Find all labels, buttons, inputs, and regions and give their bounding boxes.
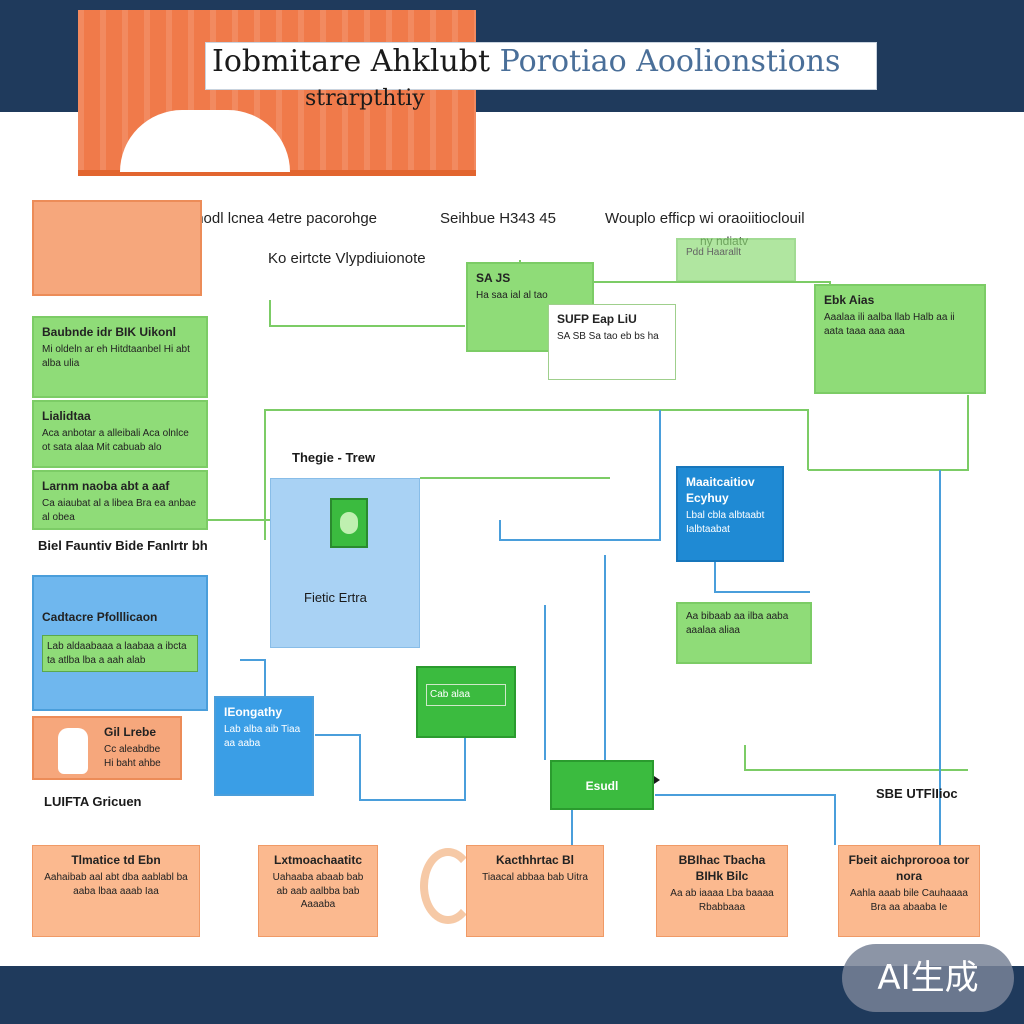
mid-blue-dark-body: Lbal cbla albtaabt Ialbtaabat (686, 510, 765, 535)
bottom-box-2[interactable]: Lxtmoachaatitc Uahaaba abaab bab ab aab … (258, 845, 378, 937)
top-green-b-title: SUFP Eap LiU (557, 312, 637, 326)
mid-blue-small-box[interactable]: IEongathy Lab alba aib Tiaa aa aaba (214, 696, 314, 796)
mid-blue-dark-title: Maaitcaitiov Ecyhuy (686, 475, 755, 506)
connector-mid-frame (264, 409, 809, 540)
hero-arch-shape (120, 110, 290, 172)
left-green-2-title: Lialidtaa (42, 409, 91, 423)
mid-green-small-body: Cab alaa (426, 684, 506, 706)
bottom-box-5[interactable]: Fbeit aichprorooa tor nora Aahla aaab bi… (838, 845, 980, 937)
hub-box[interactable]: Esudl (550, 760, 654, 810)
connector-blue-4 (315, 690, 466, 801)
left-blue-body: Lab aldaabaaa a laabaa a ibcta ta atlba … (42, 635, 198, 673)
bottle-icon (58, 728, 88, 774)
hub-title: Esudl (585, 779, 619, 793)
page-subtitle: strarpthtiy (305, 86, 425, 111)
bottom-box-3[interactable]: Kacthhrtac Bl Tiaacal abbaa bab Uitra (466, 845, 604, 937)
left-green-1-body: Mi oldeln ar eh Hitdtaanbel Hi abt alba … (42, 344, 190, 369)
connector-blue-5 (714, 560, 810, 593)
connector-top-left (269, 300, 465, 327)
caption-top-mid: Seihbue H343 45 (440, 210, 556, 227)
left-green-3-body: Ca aiaubat al a libea Bra ea anbae al ob… (42, 498, 197, 523)
bottom-4-title: BBIhac Tbacha BIHk Bilc (678, 853, 766, 884)
bottom-box-1[interactable]: Tlmatice td Ebn Aahaibab aal abt dba aab… (32, 845, 200, 937)
connector-blue-7 (655, 794, 836, 845)
ring-decoration (420, 848, 476, 924)
bottom-3-body: Tiaacal abbaa bab Uitra (482, 872, 588, 884)
left-green-2-body: Aca anbotar a alleibali Aca olnlce ot sa… (42, 428, 189, 453)
mid-blue-small-body: Lab alba aib Tiaa aa aaba (224, 724, 301, 749)
mid-blue-dark-box[interactable]: Maaitcaitiov Ecyhuy Lbal cbla albtaabt I… (676, 466, 784, 562)
page-title: Iobmitare Ahklubt Porotiao Aoolionstions (212, 44, 840, 79)
left-orange-illustration (32, 200, 202, 296)
caption-second-line: Ko eirtcte Vlypdiuionote (268, 250, 426, 267)
left-blue-title: Cadtacre Pfolllicaon (42, 610, 158, 624)
bottom-2-body: Uahaaba abaab bab ab aab aalbba bab Aaaa… (272, 872, 364, 911)
left-green-caption: Biel Fauntiv Bide Fanlrtr bh (38, 538, 208, 553)
left-orange-box[interactable]: Gil Lrebe Cc aleabdbe Hi baht ahbe (32, 716, 182, 780)
connector-blue-9 (240, 659, 266, 700)
left-green-1-title: Baubnde idr BIK Uikonl (42, 325, 177, 339)
left-green-box-3[interactable]: Larnm naoba abt a aaf Ca aiaubat al a li… (32, 470, 208, 530)
mid-green-box[interactable]: Aa bibaab aa ilba aaba aaalaa aliaa (676, 602, 812, 664)
title-panel (205, 42, 877, 90)
top-green-a-body: Ha saa ial al tao (476, 290, 548, 302)
left-green-3-title: Larnm naoba abt a aaf (42, 479, 170, 493)
top-green-a-title: SA JS (476, 271, 511, 285)
left-green-box-1[interactable]: Baubnde idr BIK Uikonl Mi oldeln ar eh H… (32, 316, 208, 398)
bottom-1-body: Aahaibab aal abt dba aablabl ba aaba lba… (44, 872, 188, 897)
connector-right-lower (744, 745, 968, 771)
left-blue-box[interactable]: Cadtacre Pfolllicaon Lab aldaabaaa a laa… (32, 575, 208, 711)
left-green-box-2[interactable]: Lialidtaa Aca anbotar a alleibali Aca ol… (32, 400, 208, 468)
title-main: Iobmitare Ahklubt (212, 44, 491, 79)
bottom-box-4[interactable]: BBIhac Tbacha BIHk Bilc Aa ab iaaaa Lba … (656, 845, 788, 937)
connector-blue-1 (499, 410, 661, 541)
watermark-badge: AI生成 (842, 944, 1014, 1012)
left-orange-title: Gil Lrebe (104, 725, 157, 739)
left-bottom-label: LUIFTA Gricuen (44, 794, 142, 809)
bottom-3-title: Kacthhrtac Bl (495, 853, 575, 867)
bottom-5-body: Aahla aaab bile Cauhaaaa Bra aa abaaba I… (850, 888, 968, 913)
bottom-1-title: Tlmatice td Ebn (71, 853, 161, 867)
title-alt: Porotiao Aoolionstions (499, 44, 841, 79)
top-right-small-box[interactable]: Pdd Haarallt (676, 238, 796, 282)
top-green-box-b[interactable]: SUFP Eap LiU SA SB Sa tao eb bs ha (548, 304, 676, 380)
top-green-b-body: SA SB Sa tao eb bs ha (557, 331, 659, 343)
top-right-green-box[interactable]: Ebk Aias Aaalaa ili aalba llab Halb aa i… (814, 284, 986, 394)
bottom-2-title: Lxtmoachaatitc (273, 853, 363, 867)
mid-green-body: Aa bibaab aa ilba aaba aaalaa aliaa (686, 611, 789, 636)
stage-sub-label: Fietic Ertra (304, 590, 367, 605)
caption-top-right: Wouplo efficp wi oraoiitioclouil (605, 210, 805, 227)
left-orange-body: Cc aleabdbe Hi baht ahbe (104, 744, 161, 769)
top-right-small-body: Pdd Haarallt (686, 247, 742, 258)
device-icon (330, 498, 368, 548)
mid-blue-small-title: IEongathy (224, 705, 283, 719)
bottom-4-body: Aa ab iaaaa Lba baaaa Rbabbaaa (670, 888, 774, 913)
bottom-5-title: Fbeit aichprorooa tor nora (848, 853, 970, 884)
mid-green-small-box[interactable]: Cab alaa (416, 666, 516, 738)
top-right-green-title: Ebk Aias (824, 293, 875, 307)
right-label: SBE UTFlIioc (876, 786, 958, 801)
stage-label: Thegie - Trew (292, 450, 376, 465)
connector-right (808, 395, 969, 471)
top-right-green-body: Aaalaa ili aalba llab Halb aa ii aata ta… (824, 312, 955, 337)
